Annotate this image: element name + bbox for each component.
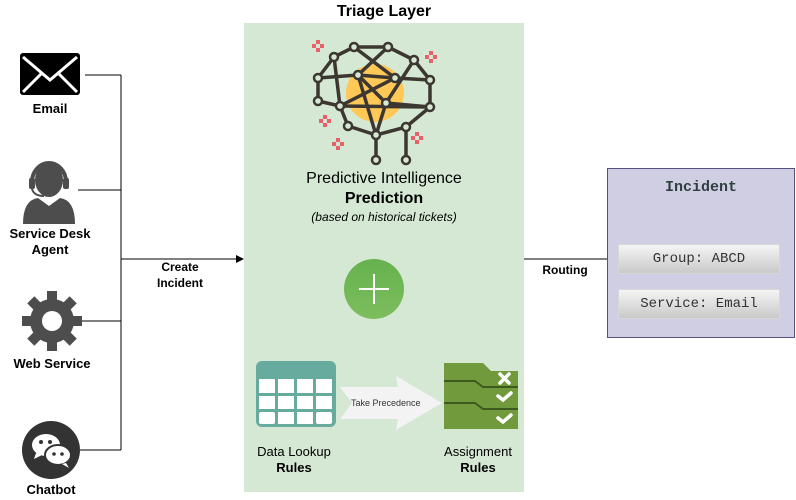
sparkle bbox=[316, 40, 320, 44]
sparkle bbox=[419, 136, 423, 140]
brain-node bbox=[328, 51, 340, 63]
take-precedence-arrow bbox=[340, 376, 442, 430]
brain-node bbox=[334, 100, 346, 112]
sparkle bbox=[429, 59, 433, 63]
brain-node bbox=[352, 69, 364, 81]
arrowhead bbox=[236, 255, 244, 263]
data-lookup-rules-label: Data Lookup Rules bbox=[257, 444, 331, 475]
brain-node bbox=[370, 154, 382, 166]
sparkle bbox=[425, 55, 429, 59]
sparkle bbox=[411, 136, 415, 140]
sparkle bbox=[312, 44, 316, 48]
create-incident-label: Create Incident bbox=[156, 260, 203, 290]
take-precedence-label: Take Precedence bbox=[351, 398, 421, 408]
brain-link bbox=[374, 101, 388, 137]
brain-link bbox=[356, 45, 390, 77]
brain-node bbox=[400, 121, 412, 133]
brain-node bbox=[408, 54, 420, 66]
brain-link bbox=[332, 55, 342, 108]
brain-link bbox=[352, 45, 397, 80]
sparkle bbox=[336, 138, 340, 142]
brain-node bbox=[348, 41, 360, 53]
sparkle bbox=[336, 146, 340, 150]
brain-link bbox=[356, 73, 397, 80]
assignment-folder-icon bbox=[444, 363, 518, 429]
brain-link bbox=[338, 76, 397, 108]
brain-node bbox=[370, 129, 382, 141]
incident-service-field: Service: Email bbox=[618, 289, 780, 319]
incident-title: Incident bbox=[664, 179, 737, 196]
triage-layer-title: Triage Layer bbox=[336, 3, 432, 20]
brain-node bbox=[424, 101, 436, 113]
source-label-chatbot: Chatbot bbox=[26, 482, 76, 497]
routing-label: Routing bbox=[542, 263, 588, 277]
sparkle bbox=[340, 142, 344, 146]
prediction-subtitle: Prediction bbox=[344, 190, 424, 207]
sparkle bbox=[316, 48, 320, 52]
sparkle bbox=[332, 142, 336, 146]
source-label-email: Email bbox=[32, 101, 68, 116]
plus-icon bbox=[344, 259, 404, 319]
headset-agent-icon bbox=[23, 161, 75, 224]
sparkle bbox=[323, 115, 327, 119]
brain-node bbox=[400, 154, 412, 166]
sparkle bbox=[433, 55, 437, 59]
chat-bubbles-icon bbox=[22, 421, 80, 479]
prediction-note: (based on historical tickets) bbox=[311, 210, 457, 224]
sparkle bbox=[320, 44, 324, 48]
gear-icon bbox=[22, 291, 82, 351]
brain-link bbox=[384, 58, 416, 105]
predictive-intelligence-title: Predictive Intelligence bbox=[306, 170, 462, 187]
brain-node bbox=[380, 97, 392, 109]
brain-node bbox=[424, 74, 436, 86]
sparkle bbox=[415, 140, 419, 144]
sparkle bbox=[429, 51, 433, 55]
sparkle bbox=[415, 132, 419, 136]
assignment-rules-label: Assignment Rules bbox=[444, 444, 512, 475]
sparkle bbox=[323, 123, 327, 127]
source-label-agent: Service Desk Agent bbox=[0, 226, 100, 258]
envelope-icon bbox=[20, 53, 80, 95]
brain-node bbox=[382, 41, 394, 53]
sparkle bbox=[327, 119, 331, 123]
brain-node bbox=[312, 95, 324, 107]
agent-line1: Service Desk bbox=[9, 226, 91, 241]
data-table-icon bbox=[256, 361, 336, 427]
brain-node bbox=[389, 72, 401, 84]
incident-card: Incident Group: ABCD Service: Email bbox=[607, 168, 795, 338]
sparkle bbox=[319, 119, 323, 123]
source-label-web-service: Web Service bbox=[13, 356, 91, 371]
brain-node bbox=[312, 72, 324, 84]
incident-group-field: Group: ABCD bbox=[618, 244, 780, 274]
brain-node bbox=[342, 120, 354, 132]
agent-line2: Agent bbox=[31, 242, 69, 257]
